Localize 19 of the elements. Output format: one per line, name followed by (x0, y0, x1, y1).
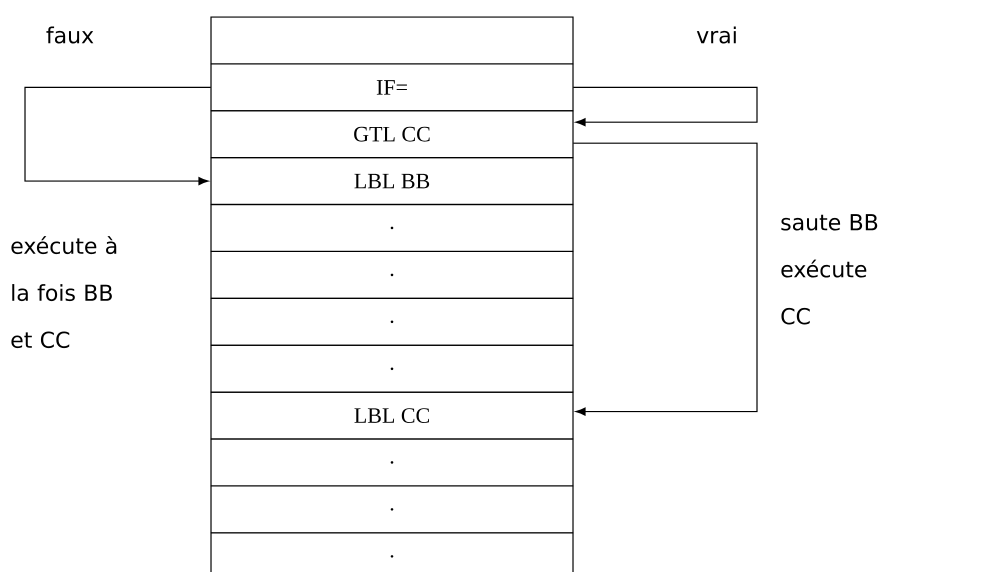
arrow (24, 86, 210, 186)
memory-cell: . (210, 344, 574, 393)
memory-cell: . (210, 532, 574, 572)
memory-cell: . (210, 204, 574, 252)
memory-cell: . (210, 485, 574, 534)
empty-cell (210, 16, 574, 65)
memory-cell: LBL BB (210, 157, 574, 206)
memory-cell: . (210, 438, 574, 487)
label-text: saute BB exécute CC (781, 214, 878, 325)
arrow (574, 86, 758, 126)
label-text: exécute à la fois BB et CC (11, 236, 116, 348)
label-text: faux (46, 26, 94, 44)
memory-cell: . (210, 298, 574, 346)
memory-cell: . (210, 250, 574, 299)
memory-cell: LBL CC (210, 392, 574, 440)
arrow (574, 142, 758, 416)
label-text: vrai (696, 26, 736, 44)
memory-cell: IF= (210, 63, 574, 112)
memory-cell: GTL CC (210, 110, 574, 158)
